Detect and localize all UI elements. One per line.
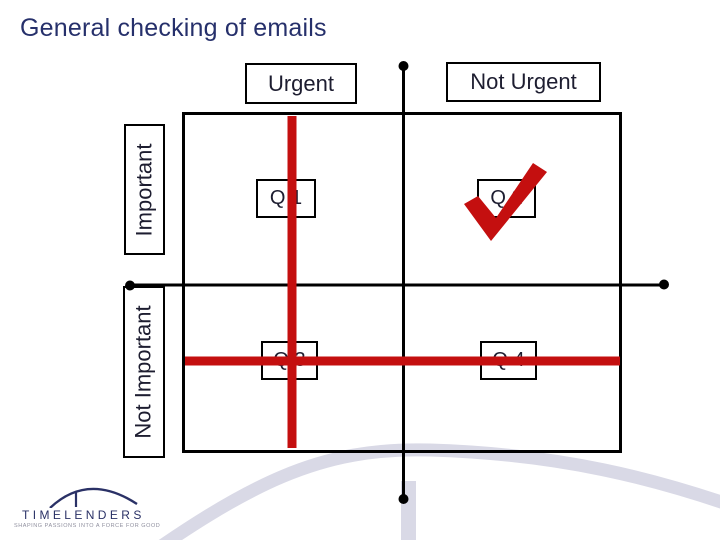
logo-tagline: SHAPING PASSIONS INTO A FORCE FOR GOOD [14, 523, 161, 529]
quadrant-q3-box: Q 3 [261, 341, 318, 380]
quadrant-q1-label: Q 1 [269, 187, 303, 209]
quadrant-q4-label: Q 4 [492, 349, 525, 371]
quadrant-q1-box: Q 1 [256, 179, 316, 218]
row-header-important-label: Important [131, 143, 157, 236]
background-swoosh-arc [158, 443, 720, 540]
quadrant-q2-label: Q 2 [490, 187, 523, 209]
column-header-not-urgent-label: Not Urgent [470, 69, 577, 94]
column-header-not-urgent: Not Urgent [446, 62, 601, 102]
page-title: General checking of emails [20, 14, 327, 42]
column-header-urgent-label: Urgent [267, 70, 335, 96]
row-header-not-important-label: Not Important [131, 305, 156, 439]
logo: TIMELENDERS SHAPING PASSIONS INTO A FORC… [12, 478, 182, 529]
column-header-urgent: Urgent [245, 63, 357, 104]
row-header-important: Important [124, 124, 165, 255]
matrix-outline [182, 112, 622, 453]
logo-name: TIMELENDERS [22, 508, 145, 522]
logo-arc-icon [49, 487, 138, 508]
background-vertical-bar [401, 481, 416, 540]
row-header-not-important: Not Important [123, 286, 165, 458]
quadrant-q4-box: Q 4 [480, 341, 537, 380]
quadrant-q3-label: Q 3 [273, 349, 306, 371]
quadrant-q2-box: Q 2 [477, 179, 536, 218]
